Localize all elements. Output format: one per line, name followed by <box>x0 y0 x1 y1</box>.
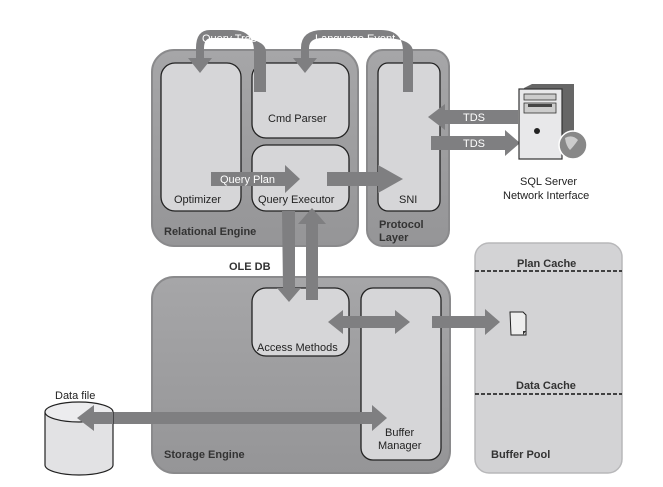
tds-out-label: TDS <box>463 138 485 150</box>
network-label-2: Network Interface <box>503 190 589 202</box>
protocol-label-1: Protocol <box>379 219 424 231</box>
sql-server-icon <box>518 84 588 160</box>
tds-in-arrow <box>428 104 518 130</box>
query-tree-label: Query Tree <box>202 33 257 45</box>
data-file-label: Data file <box>55 390 95 402</box>
query-tree-arrow <box>188 30 266 92</box>
plan-cache-label: Plan Cache <box>517 258 576 270</box>
data-cache-label: Data Cache <box>516 380 576 392</box>
query-executor-label: Query Executor <box>258 194 335 206</box>
language-event-arrow <box>293 30 413 92</box>
query-plan-arrow <box>211 165 300 193</box>
buffer-manager-label-1: Buffer <box>385 427 414 439</box>
network-label-1: SQL Server <box>520 176 577 188</box>
ole-db-label: OLE DB <box>229 261 271 273</box>
language-event-label: Language Event <box>315 33 395 45</box>
tds-in-label: TDS <box>463 112 485 124</box>
arrows-layer <box>77 30 520 431</box>
protocol-label-2: Layer <box>379 232 409 244</box>
datafile-arrowhead <box>77 405 113 431</box>
ole-db-down-arrow <box>277 211 301 302</box>
datafile-buffer-arrow <box>77 405 387 431</box>
access-buffer-arrow <box>328 310 410 334</box>
buffer-to-pool-arrow <box>432 309 500 335</box>
cmd-parser-box <box>251 62 350 139</box>
buffer-pool-label: Buffer Pool <box>491 449 550 461</box>
buffer-manager-label-2: Manager <box>378 440 422 452</box>
storage-engine-label: Storage Engine <box>164 449 245 461</box>
page-document-icon <box>509 311 527 336</box>
relational-engine-label: Relational Engine <box>164 226 256 238</box>
buffer-pool-box <box>474 242 623 474</box>
cmd-parser-label: Cmd Parser <box>268 113 327 125</box>
optimizer-box <box>160 62 242 212</box>
tds-out-arrow <box>431 130 520 156</box>
ole-db-up-arrow <box>298 208 326 300</box>
optimizer-label: Optimizer <box>174 194 221 206</box>
sni-label: SNI <box>399 194 417 206</box>
query-plan-label: Query Plan <box>220 174 275 186</box>
executor-to-sni-arrow <box>327 165 403 193</box>
access-methods-label: Access Methods <box>257 342 338 354</box>
